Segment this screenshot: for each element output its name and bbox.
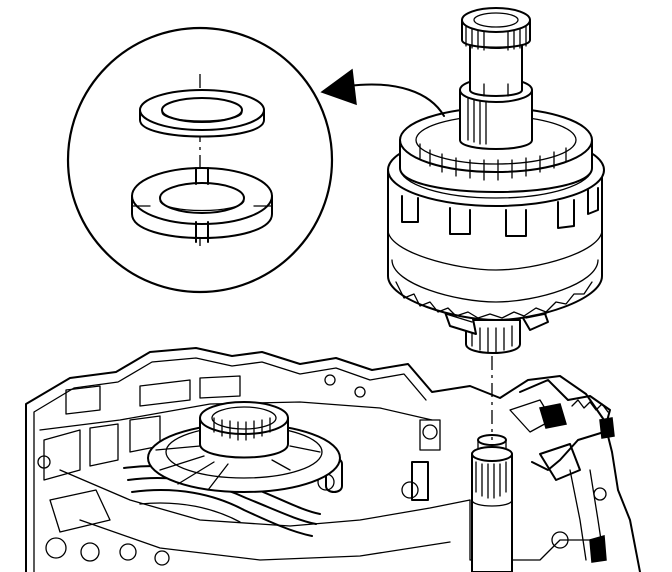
clutch-gear-assembly [387, 7, 605, 354]
case-hub-bearing [147, 401, 341, 493]
output-shaft [471, 434, 513, 572]
thrust-bearing-split [131, 167, 273, 243]
thrust-washer [139, 89, 265, 138]
transmission-case [25, 347, 641, 572]
detail-callout [66, 26, 334, 294]
removal-arrow [320, 68, 445, 117]
input-shaft [459, 7, 533, 150]
